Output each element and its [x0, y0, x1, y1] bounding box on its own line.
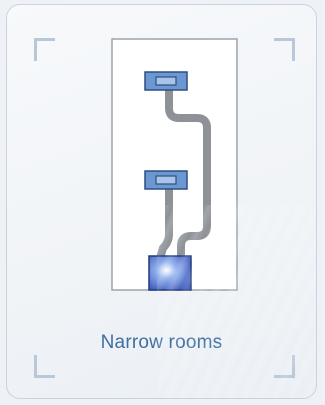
card-caption: Narrow rooms — [100, 332, 223, 353]
cable-top-to-base — [165, 81, 211, 266]
wall-panel-middle — [144, 170, 188, 190]
corner-bracket-top-right — [274, 38, 295, 61]
corner-bracket-bottom-right — [274, 355, 295, 378]
room-diagram — [111, 38, 238, 291]
narrow-rooms-card[interactable]: Narrow rooms — [6, 4, 317, 399]
corner-bracket-top-left — [34, 38, 55, 61]
corner-bracket-bottom-left — [34, 355, 55, 378]
wall-panel-top — [144, 71, 188, 91]
cable-middle-to-base — [155, 180, 173, 266]
base-unit — [148, 255, 192, 291]
